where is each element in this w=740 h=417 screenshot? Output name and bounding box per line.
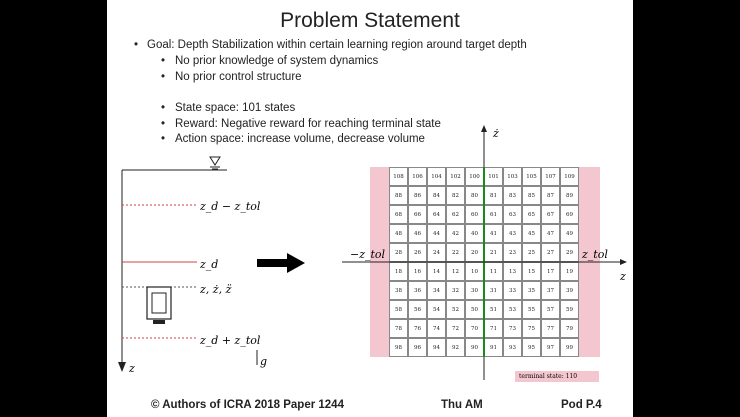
bullet-no-control: No prior control structure [161,71,301,83]
grid-cell: 75 [522,319,541,338]
grid-cell: 77 [541,319,560,338]
grid-cell: 43 [503,224,522,243]
grid-cell: 62 [446,205,465,224]
grid-cell: 85 [522,186,541,205]
grid-cell: 59 [560,300,579,319]
grid-cell: 53 [503,300,522,319]
water-surface-icon [209,156,221,166]
grid-cell: 82 [446,186,465,205]
grid-cell: 48 [389,224,408,243]
grid-cell: 47 [541,224,560,243]
grid-cell: 64 [427,205,446,224]
grid-cell: 105 [522,167,541,186]
grid-cell: 107 [541,167,560,186]
grid-cell: 97 [541,338,560,357]
grid-cell: 36 [408,281,427,300]
lower-bound-label: z_d + z_tol [200,334,261,347]
grid-cell: 94 [427,338,446,357]
grid-cell: 78 [389,319,408,338]
grid-cell: 96 [408,338,427,357]
grid-cell: 92 [446,338,465,357]
state-label: z, ż, z̈ [200,283,232,296]
grid-cell: 95 [522,338,541,357]
footer-authors: © Authors of ICRA 2018 Paper 1244 [151,399,344,411]
grid-cell: 52 [446,300,465,319]
right-bound-label: z_tol [582,248,608,261]
zdot-axis-label: ż [493,127,499,140]
right-arrow-icon [257,253,305,273]
grid-cell: 58 [389,300,408,319]
depth-axis-label: z [129,362,135,375]
bullet-reward: Reward: Negative reward for reaching ter… [161,118,441,130]
grid-cell: 38 [389,281,408,300]
gravity-label: g [260,355,268,368]
grid-cell: 89 [560,186,579,205]
grid-cell: 67 [541,205,560,224]
z-axis-label: z [620,270,626,283]
grid-axes [342,125,627,380]
grid-cell: 106 [408,167,427,186]
grid-cell: 55 [522,300,541,319]
footer-pod: Pod P.4 [561,399,602,411]
grid-cell: 68 [389,205,408,224]
grid-cell: 63 [503,205,522,224]
grid-cell: 56 [408,300,427,319]
grid-cell: 42 [446,224,465,243]
grid-cell: 99 [560,338,579,357]
grid-cell: 54 [427,300,446,319]
depth-diagram [118,156,258,372]
slide-title: Problem Statement [280,9,460,32]
grid-cell: 37 [541,281,560,300]
grid-cell: 32 [446,281,465,300]
grid-cell: 87 [541,186,560,205]
grid-cell: 73 [503,319,522,338]
grid-cell: 34 [427,281,446,300]
grid-cell: 33 [503,281,522,300]
bullet-goal: Goal: Depth Stabilization within certain… [134,39,527,51]
left-bound-label: −z_tol [350,248,386,261]
grid-cell: 66 [408,205,427,224]
grid-cell: 44 [427,224,446,243]
grid-cell: 76 [408,319,427,338]
grid-cell: 46 [408,224,427,243]
bullet-state-space: State space: 101 states [161,102,295,114]
bullet-no-dynamics: No prior knowledge of system dynamics [161,55,378,67]
grid-cell: 35 [522,281,541,300]
grid-cell: 98 [389,338,408,357]
grid-cell: 69 [560,205,579,224]
bullet-action-space: Action space: increase volume, decrease … [161,133,425,145]
grid-cell: 86 [408,186,427,205]
grid-cell: 57 [541,300,560,319]
footer-session: Thu AM [441,399,483,411]
depth-axis-arrow [118,362,126,372]
grid-cell: 108 [389,167,408,186]
upper-bound-label: z_d − z_tol [200,200,261,213]
grid-cell: 84 [427,186,446,205]
grid-cell: 39 [560,281,579,300]
grid-cell: 65 [522,205,541,224]
slide: Problem Statement Goal: Depth Stabilizat… [107,0,633,417]
grid-cell: 83 [503,186,522,205]
grid-cell: 79 [560,319,579,338]
target-depth-label: z_d [200,258,219,271]
grid-cell: 104 [427,167,446,186]
vehicle-icon [146,286,172,324]
grid-cell: 49 [560,224,579,243]
terminal-state-label: terminal state: 110 [515,371,599,382]
grid-cell: 109 [560,167,579,186]
grid-cell: 88 [389,186,408,205]
grid-cell: 102 [446,167,465,186]
grid-cell: 103 [503,167,522,186]
grid-cell: 93 [503,338,522,357]
grid-cell: 45 [522,224,541,243]
grid-cell: 74 [427,319,446,338]
grid-cell: 72 [446,319,465,338]
